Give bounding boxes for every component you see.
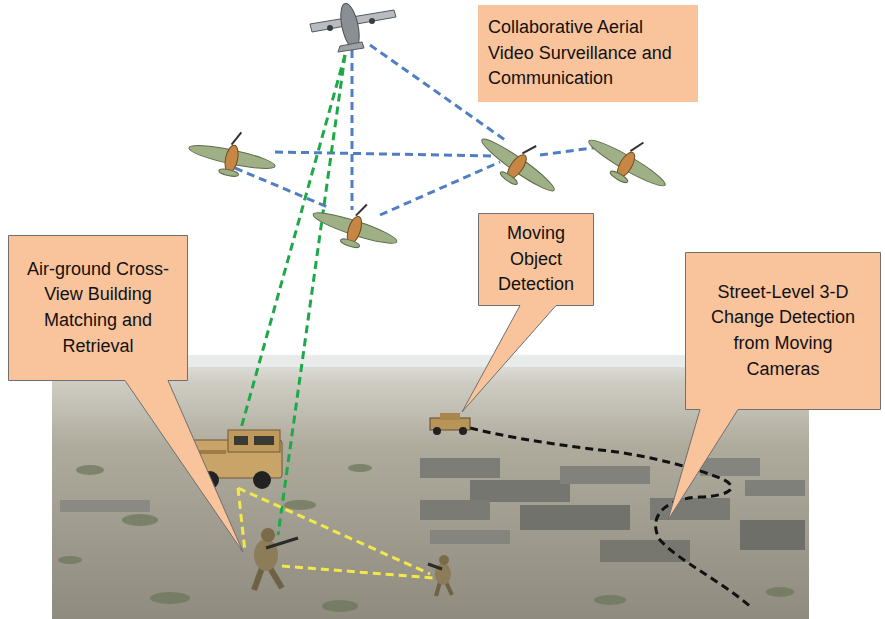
- bush: [594, 595, 626, 605]
- bush: [150, 592, 190, 604]
- text-group: Collaborative Aerial Video Surveillance …: [488, 15, 688, 92]
- building: [470, 480, 570, 502]
- vehicle-window: [234, 436, 248, 445]
- drone: [579, 118, 678, 201]
- soldier-leg: [446, 582, 452, 595]
- aerial-link: [351, 50, 354, 210]
- callout-shape: [685, 252, 881, 410]
- text-group: Air-ground Cross-View Building Matching …: [20, 257, 176, 359]
- bush: [348, 464, 372, 472]
- drone: [471, 118, 569, 205]
- text-group: Moving Object Detection: [484, 221, 588, 298]
- air-ground-link: [278, 55, 345, 535]
- callout-outline: [668, 253, 881, 521]
- callout-text: Street-Level 3-D Change Detection from M…: [695, 280, 871, 382]
- vehicle-cab: [228, 430, 280, 452]
- vehicle-window: [254, 436, 274, 445]
- air-ground-link: [240, 55, 345, 432]
- building: [740, 520, 805, 550]
- callout-box: Street-Level 3-D Change Detection from M…: [685, 252, 881, 410]
- callout-text: Collaborative Aerial Video Surveillance …: [488, 15, 688, 92]
- soldier-rifle: [266, 538, 298, 548]
- building: [420, 500, 490, 520]
- bush: [58, 556, 82, 564]
- bush: [76, 465, 104, 475]
- soldier-rifle: [428, 564, 442, 569]
- info-box: Collaborative Aerial Video Surveillance …: [478, 5, 698, 102]
- building: [560, 466, 650, 484]
- aircraft-tail: [338, 42, 364, 52]
- soldier-leg: [436, 582, 440, 596]
- soldier: [254, 528, 298, 590]
- manned-aircraft: [310, 2, 396, 52]
- aerial-link: [275, 152, 495, 156]
- callout-box: Air-ground Cross-View Building Matching …: [8, 235, 188, 381]
- ground-links: [238, 488, 434, 578]
- soldier-head: [261, 528, 275, 542]
- ground-link: [238, 488, 430, 574]
- callout-outline: [462, 214, 594, 413]
- vehicle-turret: [440, 413, 460, 420]
- soldier-leg: [270, 568, 282, 588]
- callout-text: Moving Object Detection: [484, 221, 588, 298]
- callout-shape: [8, 235, 188, 381]
- aerial-link: [540, 147, 600, 155]
- soldier-body: [254, 539, 278, 571]
- callout-box: Moving Object Detection: [478, 213, 594, 306]
- building: [700, 458, 760, 476]
- building: [520, 505, 630, 530]
- building: [600, 540, 690, 562]
- callout-text: Air-ground Cross-View Building Matching …: [20, 257, 176, 359]
- moving-vehicle: [430, 413, 470, 435]
- text-group: Street-Level 3-D Change Detection from M…: [695, 280, 871, 382]
- vehicle-wheel: [433, 427, 441, 435]
- building: [430, 530, 510, 544]
- vehicle-wheel: [459, 427, 467, 435]
- vehicle-wheel: [253, 471, 271, 489]
- soldier-head: [439, 555, 449, 565]
- building: [745, 480, 805, 496]
- ground-link: [282, 566, 434, 578]
- bush: [122, 514, 158, 526]
- aircraft-engine: [369, 18, 375, 24]
- building: [60, 500, 150, 512]
- soldier-leg: [254, 568, 262, 590]
- soldier: [428, 555, 452, 596]
- bush: [322, 600, 358, 612]
- aircraft-engine: [327, 25, 333, 31]
- aerial-link: [235, 168, 330, 208]
- callout-outline: [9, 236, 244, 553]
- bush: [284, 500, 316, 510]
- drone: [185, 122, 280, 184]
- drone: [307, 190, 405, 260]
- building: [420, 458, 500, 478]
- bush: [766, 587, 794, 597]
- aerial-link: [380, 162, 500, 215]
- callout-outline: [478, 5, 698, 102]
